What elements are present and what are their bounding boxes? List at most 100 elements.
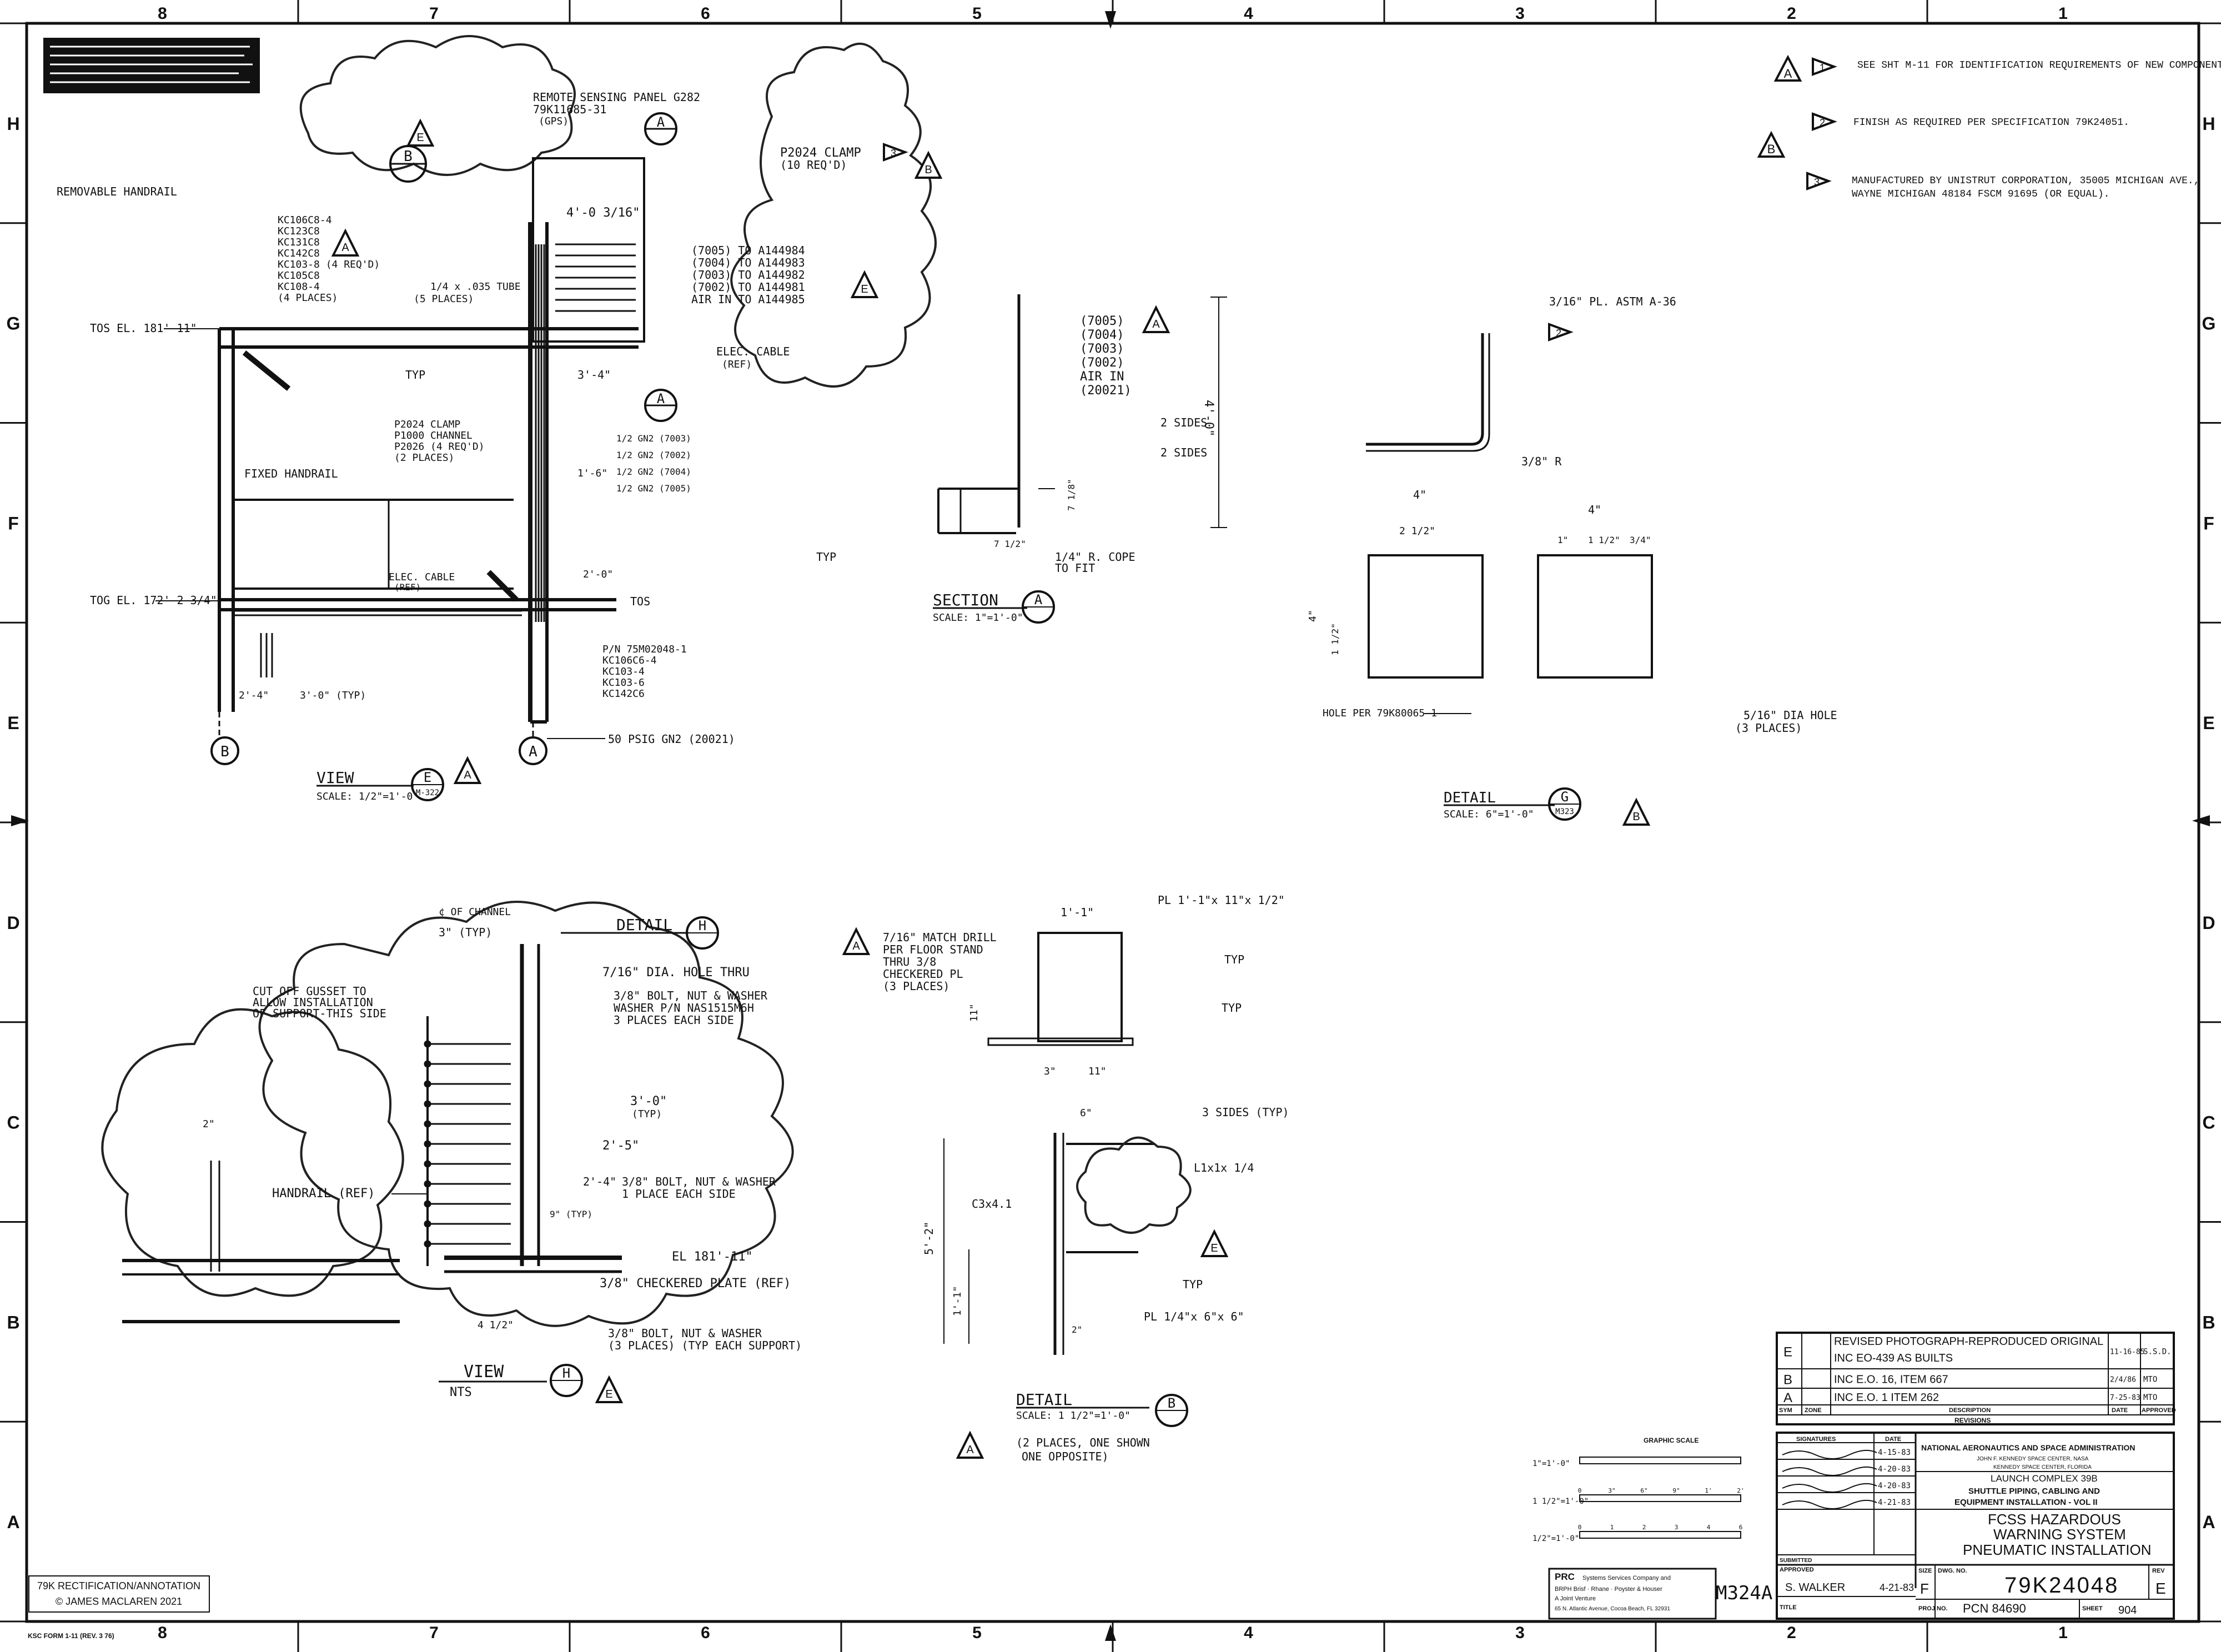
scale2-tick-3: 9" <box>1672 1487 1680 1494</box>
bolt1-line-0: 3/8" BOLT, NUT & WASHER <box>614 989 768 1002</box>
label-el-181-11: EL 181'-11" <box>672 1250 753 1264</box>
revision-triangle-a <box>1773 54 1802 82</box>
zone-row-right-E: E <box>2203 713 2214 733</box>
note-tag-b: B <box>1767 142 1776 156</box>
title-date-header: DATE <box>1885 1436 1901 1443</box>
zone-col-top-3: 3 <box>1515 4 1525 23</box>
title-size: F <box>1920 1580 1929 1597</box>
cutoff-line-1: ALLOW INSTALLATION <box>253 996 373 1009</box>
title-dwg-no-label: DWG. NO. <box>1938 1568 1967 1574</box>
dim-7-8: 7 1/8" <box>1066 479 1077 511</box>
note-flag-1 <box>1812 57 1837 76</box>
title-program-3: EQUIPMENT INSTALLATION - VOL II <box>1954 1498 2098 1507</box>
revision-tag-e3: E <box>605 1388 612 1400</box>
line-item-3: (7002) TO A144981 <box>691 280 805 294</box>
note-flag-3-number: 3 <box>1814 177 1820 188</box>
detail-g-plate-right <box>1537 554 1653 679</box>
match-drill-line-3: CHECKERED PL <box>883 967 963 981</box>
label-checkered-plate: 3/8" CHECKERED PLATE (REF) <box>600 1277 791 1291</box>
section-a-callout-letter: A <box>1034 592 1043 607</box>
revision-triangle-a4 <box>842 927 871 955</box>
title-approver: S. WALKER <box>1785 1581 1845 1594</box>
section-a-letter-top: A <box>657 114 665 130</box>
dim-3-typ: 3" (TYP) <box>439 926 492 939</box>
section-a-label-3: (7002) <box>1080 356 1124 370</box>
match-drill-line-1: PER FLOOR STAND <box>883 943 983 956</box>
revision-triangle-e2 <box>850 270 879 298</box>
kc-item-0: KC106C8-4 <box>278 214 332 226</box>
dim-detail-b-1-1: 1'-1" <box>1061 906 1094 919</box>
revision-tag-a4: A <box>852 940 860 952</box>
note-flag-2 <box>1812 112 1837 131</box>
zone-row-right-H: H <box>2202 114 2215 134</box>
dim-2-0: 2'-0" <box>583 569 613 580</box>
revision-triangle-a5 <box>956 1430 984 1459</box>
pn-item-4: KC142C6 <box>602 688 645 700</box>
section-a-label-0: (7005) <box>1080 314 1124 328</box>
detail-g: 3/16" PL. ASTM A-36 2 3/8" R 4" 2 1/2" 4… <box>1307 295 1837 826</box>
detail-g-plate-left <box>1368 554 1484 679</box>
label-tube-places: (5 PLACES) <box>414 293 474 305</box>
scale3-tick-3: 3 <box>1675 1524 1679 1531</box>
grid-bubble-b <box>210 736 239 765</box>
zone-col-bottom-2: 2 <box>1787 1624 1796 1642</box>
title-proj-number: PCN 84690 <box>1963 1601 2026 1615</box>
line-item-2: (7003) TO A144982 <box>691 268 805 282</box>
match-drill-line-2: THRU 3/8 <box>883 955 936 968</box>
gn2-item-1: 1/2 GN2 (7002) <box>616 450 691 460</box>
section-b-letter: B <box>404 148 413 165</box>
label-detail-b-typ-3: TYP <box>1183 1278 1203 1291</box>
dim-detail-b-1-1-lower: 1'-1" <box>952 1286 963 1316</box>
rev-header-approved: APPROVED <box>2142 1407 2176 1414</box>
view-h-callout-letter: H <box>562 1365 570 1381</box>
label-typ-section-a: TYP <box>816 550 836 564</box>
title-submitted-label: SUBMITTED <box>1780 1558 1812 1564</box>
label-remote-panel: REMOTE SENSING PANEL G282 <box>533 91 700 104</box>
detail-b-note-line2: ONE OPPOSITE) <box>1022 1450 1109 1463</box>
label-removable-handrail: REMOVABLE HANDRAIL <box>57 185 177 198</box>
revision-triangle-a2 <box>453 756 482 784</box>
dim-detail-g-1: 1" <box>1557 535 1568 545</box>
revision-tag-e1: E <box>416 132 424 144</box>
rev-date-E: 11-16-85 <box>2110 1348 2145 1357</box>
bolt2-line-1: 1 PLACE EACH SIDE <box>622 1187 736 1201</box>
line-item-1: (7004) TO A144983 <box>691 256 805 269</box>
dim-detail-b-11-vert: 11" <box>968 1003 980 1022</box>
rev-date-A: 7-25-83 <box>2110 1394 2140 1402</box>
dim-2-4: 2'-4" <box>239 690 269 701</box>
rev-appr-B: MTO <box>2143 1375 2157 1384</box>
pn-item-0: P/N 75M02048-1 <box>602 644 687 655</box>
view-e-callout-letter: E <box>424 770 431 785</box>
dim-detail-g-4-left: 4" <box>1413 488 1426 501</box>
detail-b-note-line1: (2 PLACES, ONE SHOWN <box>1016 1436 1150 1449</box>
title-drawing-3: PNEUMATIC INSTALLATION <box>1963 1541 2152 1558</box>
title-approved-label: APPROVED <box>1780 1566 1814 1573</box>
rev-header-date: DATE <box>2112 1407 2128 1414</box>
view-e-callout-sheet: M-322 <box>416 789 439 797</box>
rev-header-desc: DESCRIPTION <box>1949 1407 1991 1414</box>
zone-col-bottom-5: 5 <box>972 1624 982 1642</box>
dim-detail-g-4-right: 4" <box>1588 503 1601 516</box>
dim-4-0: 4'-0 3/16" <box>566 206 640 220</box>
line-item-4: AIR IN TO A144985 <box>691 293 805 306</box>
rev-sym-E: E <box>1783 1345 1792 1360</box>
bolt1-line-1: WASHER P/N NAS1515M6H <box>614 1001 754 1015</box>
revision-tag-b1: B <box>924 164 932 176</box>
clamp-item-0: P2024 CLAMP <box>394 419 460 430</box>
kc-item-1: KC123C8 <box>278 225 320 237</box>
title-program-2: SHUTTLE PIPING, CABLING AND <box>1968 1487 2100 1496</box>
signature-rows: 4-15-834-20-834-20-834-21-83 <box>1777 1448 1916 1510</box>
label-elec-cable-ref-2: (REF) <box>394 582 421 592</box>
clamp-item-2: P2026 (4 REQ'D) <box>394 441 485 453</box>
revision-cloud-detail-b <box>1076 1136 1192 1234</box>
dim-2-5: 2'-5" <box>602 1139 639 1153</box>
bolt1-line-2: 3 PLACES EACH SIDE <box>614 1013 734 1027</box>
dim-2-4-view-h: 2'-4" <box>583 1175 616 1188</box>
label-50-psig: 50 PSIG GN2 (20021) <box>608 732 735 746</box>
grid-label-a: A <box>529 744 537 760</box>
pn-item-1: KC106C6-4 <box>602 655 657 666</box>
